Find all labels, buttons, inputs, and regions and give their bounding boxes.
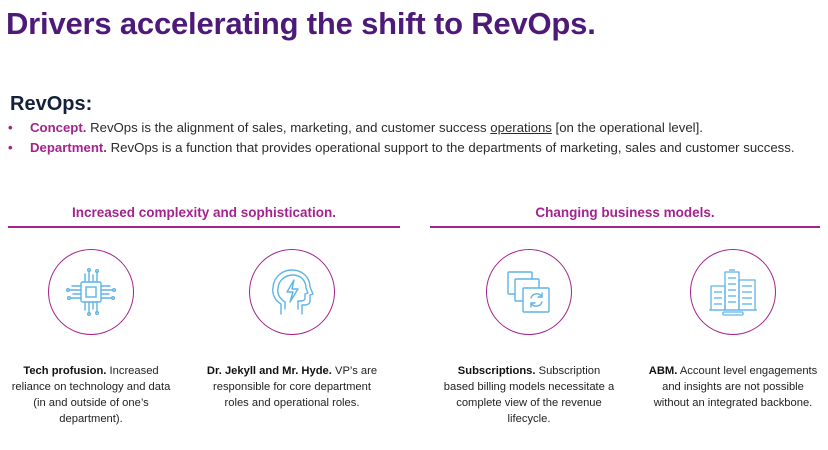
subscription-cycle-icon-circle <box>486 249 572 335</box>
bullet-dot: • <box>8 140 13 155</box>
buildings-icon-circle <box>690 249 776 335</box>
bullet-text: RevOps is a function that provides opera… <box>106 140 795 155</box>
microchip-icon-circle <box>48 249 134 335</box>
card-abm: ABM. Account level engagements and insig… <box>647 363 819 411</box>
buildings-icon <box>709 269 757 316</box>
card-text: Subscription based billing models necess… <box>443 365 615 425</box>
bullet-text-after: [on the operational level]. <box>551 120 703 135</box>
section-divider <box>430 226 820 228</box>
head-lightning-icon <box>272 269 314 315</box>
card-tech-profusion: Tech profusion. Increased reliance on te… <box>5 363 177 427</box>
definition-list: • Concept. RevOps is the alignment of sa… <box>8 118 820 158</box>
microchip-icon <box>66 267 117 317</box>
section-heading-business-models: Changing business models. <box>535 205 715 220</box>
bullet-text: RevOps is the alignment of sales, market… <box>86 120 491 135</box>
card-text: Account level engagements and insights a… <box>653 365 818 409</box>
bullet-dot: • <box>8 120 13 135</box>
section-divider <box>8 226 400 228</box>
bullet-department: • Department. RevOps is a function that … <box>8 138 820 158</box>
card-jekyll-hyde: Dr. Jekyll and Mr. Hyde. VP’s are respon… <box>206 363 378 411</box>
card-title: Subscriptions. <box>457 365 536 377</box>
card-title: Dr. Jekyll and Mr. Hyde. <box>206 365 332 377</box>
card-title: Tech profusion. <box>23 365 107 377</box>
head-lightning-icon-circle <box>249 249 335 335</box>
section-heading-complexity: Increased complexity and sophistication. <box>71 205 337 220</box>
bullet-concept: • Concept. RevOps is the alignment of sa… <box>8 118 820 138</box>
revops-heading: RevOps: <box>10 93 93 115</box>
card-subscriptions: Subscriptions. Subscription based billin… <box>443 363 615 427</box>
operations-link[interactable]: operations <box>490 120 552 135</box>
card-text: VP’s are responsible for core department… <box>213 365 378 409</box>
card-title: ABM. <box>648 365 678 377</box>
page-title: Drivers accelerating the shift to RevOps… <box>6 6 596 41</box>
bullet-term: Department. <box>30 140 107 155</box>
subscription-cycle-icon <box>507 271 550 313</box>
card-text: Increased reliance on technology and dat… <box>11 365 171 425</box>
bullet-term: Concept. <box>30 120 87 135</box>
